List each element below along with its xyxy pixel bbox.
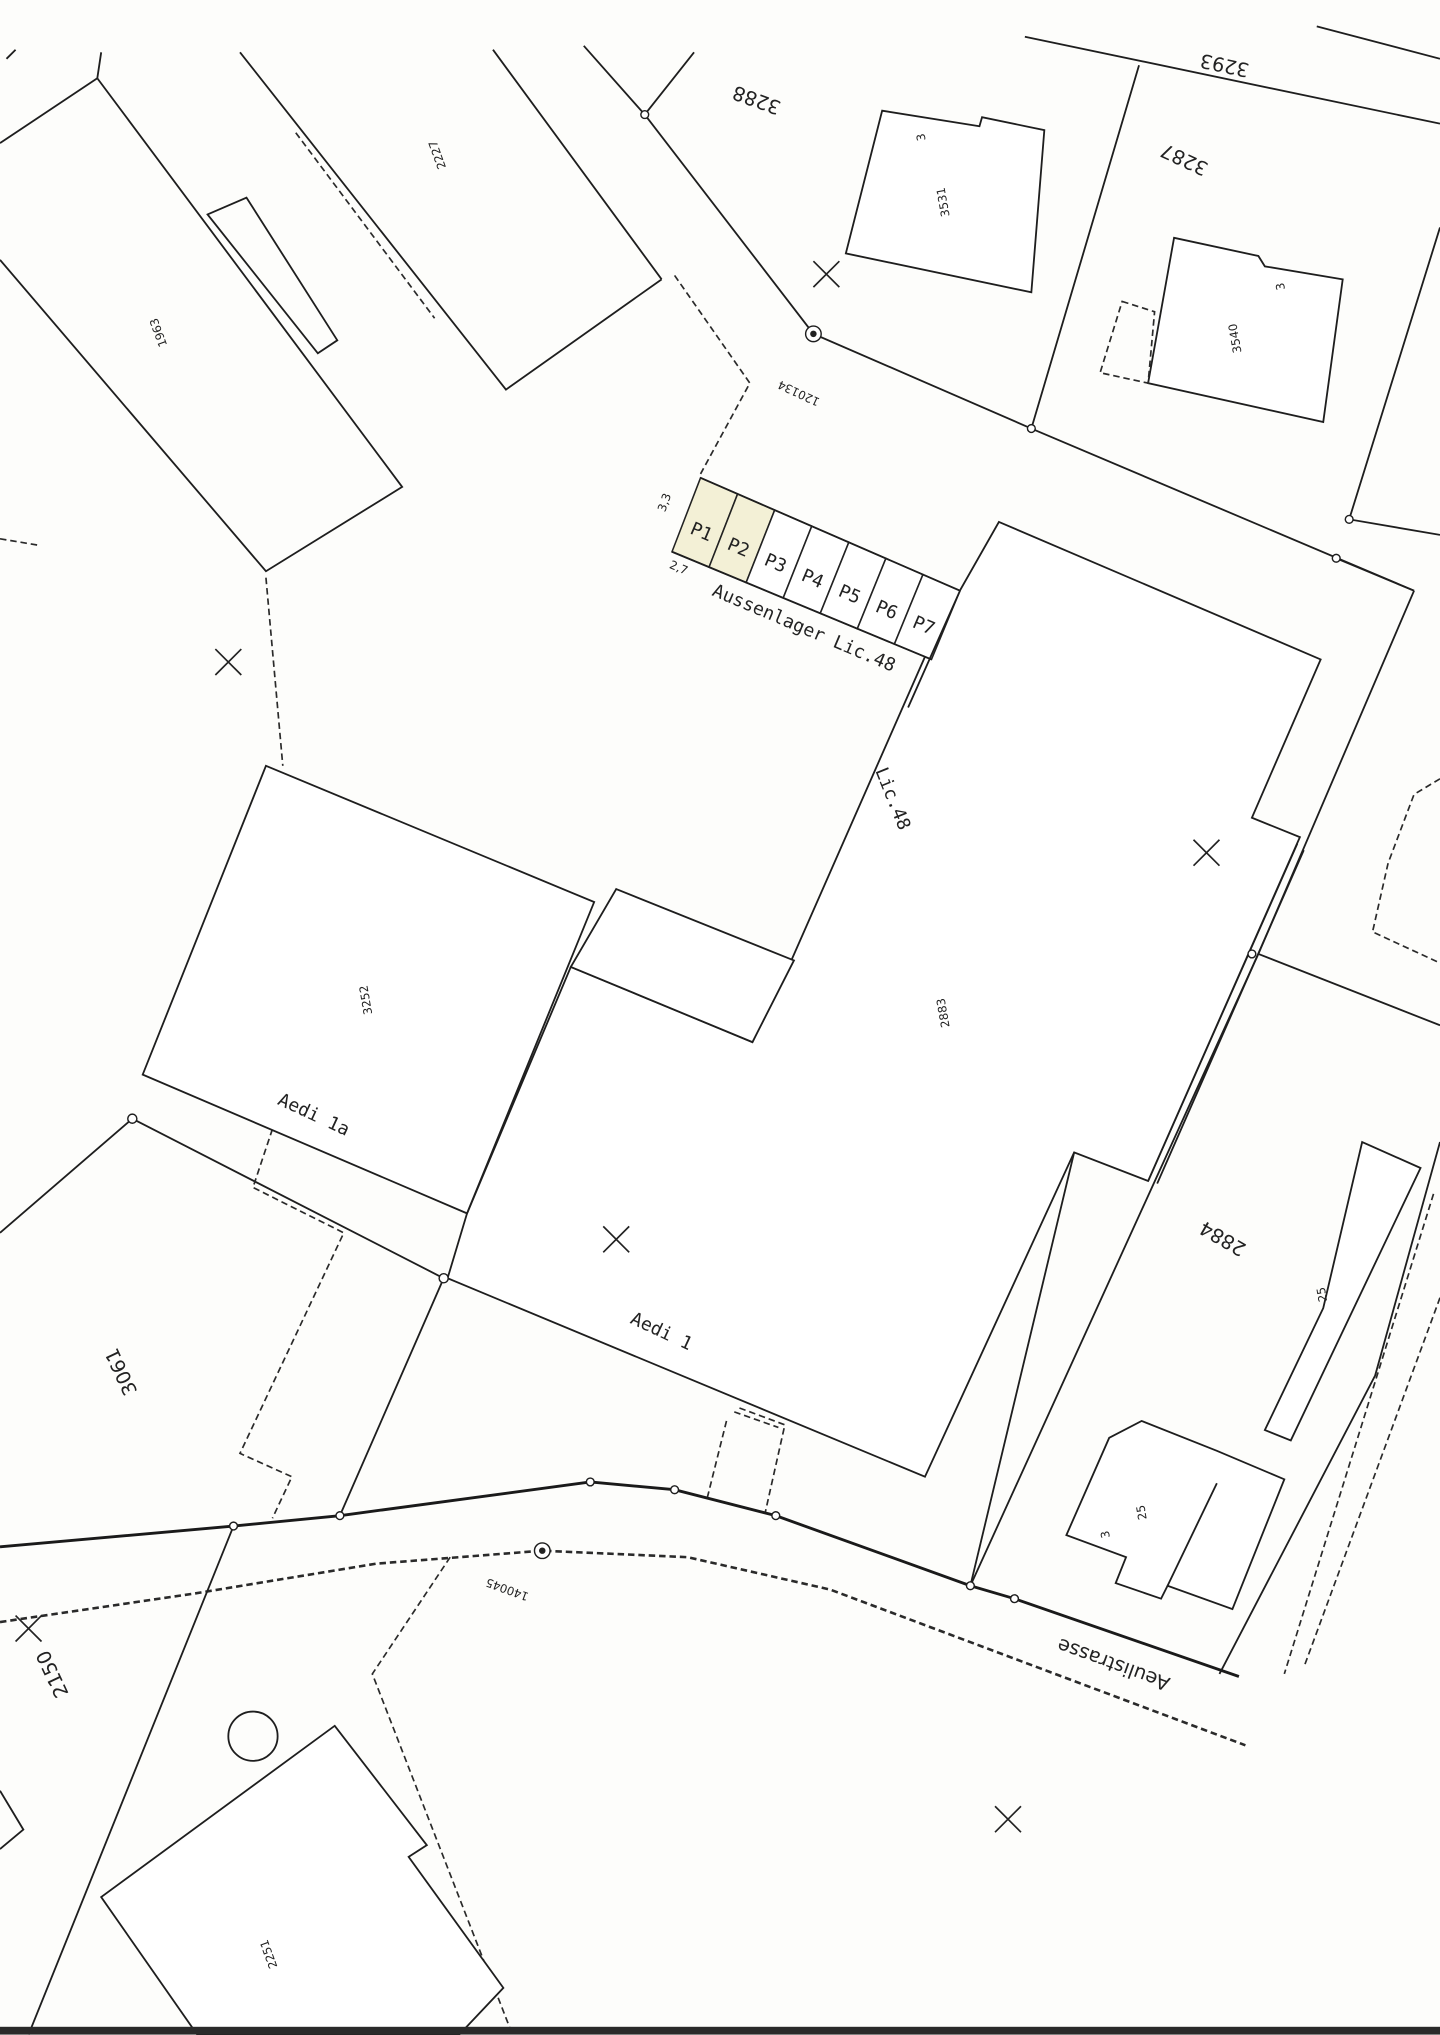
building-25 xyxy=(1065,1419,1286,1611)
scan-border xyxy=(0,2026,1440,2035)
cross-marker-icon xyxy=(1192,839,1221,867)
building-annex xyxy=(569,887,796,1044)
building-label: 25 xyxy=(1133,1504,1149,1521)
building-label: 3531 xyxy=(934,186,953,218)
building-2251 xyxy=(99,1724,505,2035)
parcel-label: 3288 xyxy=(730,81,784,120)
street-label: Aeulistrasse xyxy=(1054,1634,1173,1696)
building-25-long xyxy=(1263,1140,1422,1442)
building-label: 25 xyxy=(1314,1286,1330,1303)
point-label: 140045 xyxy=(484,1575,531,1603)
cross-marker-icon xyxy=(994,1805,1022,1833)
boundary-nodes xyxy=(127,109,1354,1604)
building-3540 xyxy=(1147,236,1344,424)
round-structure xyxy=(227,1710,279,1762)
cross-marker-icon xyxy=(214,648,242,676)
cross-markers xyxy=(14,260,1221,1833)
building-label: 3252 xyxy=(356,984,375,1016)
house-number: 3 xyxy=(1273,282,1288,292)
parcel-label: 1963 xyxy=(147,316,170,349)
parcel-label: 3293 xyxy=(1198,49,1251,82)
parcel-lines xyxy=(0,25,1440,2035)
cross-marker-icon xyxy=(14,1614,43,1643)
parcel-label: 2884 xyxy=(1196,1216,1250,1261)
cross-marker-icon xyxy=(602,1225,630,1253)
cross-marker-icon xyxy=(812,260,840,288)
house-number: 3 xyxy=(1098,1530,1113,1540)
parcel-label: 2150 xyxy=(32,1647,74,1702)
building-3252 xyxy=(141,764,596,1215)
house-number: 3 xyxy=(913,132,928,142)
parcel-label: 2227 xyxy=(426,139,449,172)
dimension-label: 3,3 xyxy=(655,491,674,513)
map-labels: 3293 3288 3287 2227 1963 3061 2150 2884 … xyxy=(32,49,1330,1971)
point-label: 120134 xyxy=(776,377,822,408)
parcel-label: 3287 xyxy=(1157,139,1212,181)
parcel-label: 3061 xyxy=(100,1345,142,1400)
building-3531 xyxy=(844,109,1046,294)
building-label: 3540 xyxy=(1226,323,1245,355)
buildings xyxy=(99,109,1422,2035)
dimension-label: 2,7 xyxy=(667,557,690,577)
building-label: 2883 xyxy=(934,997,953,1029)
